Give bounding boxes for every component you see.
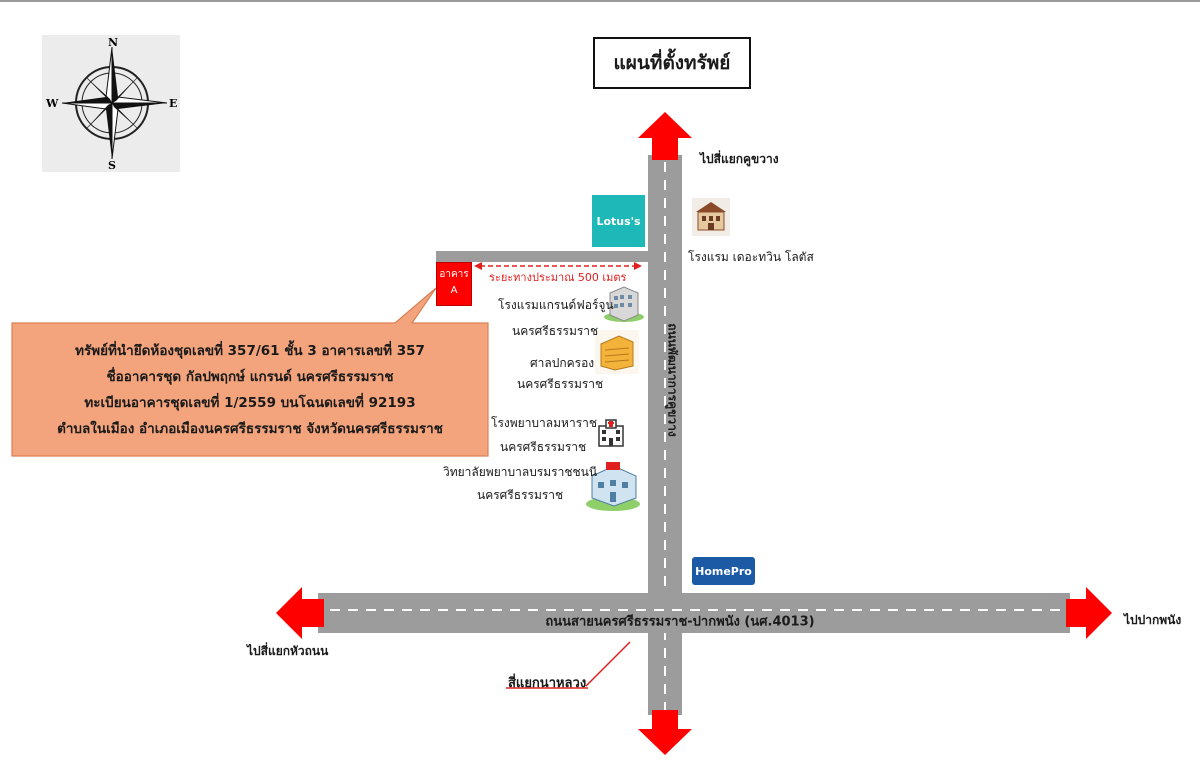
compass-rose: N S E W: [42, 35, 180, 172]
building-marker: อาคาร A: [436, 262, 472, 306]
junction-label: สี่แยกนาหลวง: [508, 676, 587, 691]
west-arrow: [276, 587, 324, 639]
compass-w: W: [45, 97, 59, 110]
landmark-twin-lotus: โรงแรม เดอะทวิน โลตัส: [688, 250, 814, 264]
lotus-logo: Lotus's: [592, 195, 645, 247]
direction-west: ไปสี่แยกหัวถนน: [247, 644, 329, 658]
landmark-hospital-line1: โรงพยาบาลมหาราช: [491, 416, 598, 430]
landmark-grand-fortune-line2: นครศรีธรรมราช: [512, 324, 599, 338]
callout-line2: ชื่ออาคารชุด กัลปพฤกษ์ แกรนด์ นครศรีธรรม…: [106, 369, 394, 385]
side-road: [436, 251, 648, 262]
south-arrow: [638, 710, 692, 755]
east-arrow: [1066, 587, 1112, 639]
callout-line4: ตำบลในเมือง อำเภอเมืองนครศรีธรรมราช จังห…: [57, 421, 443, 437]
map-title: แผนที่ตั้งทรัพย์: [593, 37, 751, 89]
landmark-court-line2: นครศรีธรรมราช: [517, 377, 604, 391]
homepro-logo: HomePro: [692, 557, 755, 585]
compass-s: S: [108, 159, 116, 172]
direction-east: ไปปากพนัง: [1124, 613, 1182, 627]
landmark-college-line2: นครศรีธรรมราช: [477, 488, 564, 502]
landmark-college-line1: วิทยาลัยพยาบาลบรมราชชนนี: [443, 465, 598, 479]
court-building-icon: [595, 330, 639, 374]
landmark-hospital-line2: นครศรีธรรมราช: [500, 440, 587, 454]
hotel-icon: [692, 198, 730, 236]
callout-text: ทรัพย์ที่นำยึดห้องชุดเลขที่ 357/61 ชั้น …: [12, 325, 488, 455]
top-border: [0, 0, 1200, 2]
nursing-college-icon: [586, 462, 640, 511]
callout-box: [11, 287, 489, 457]
callout-line1: ทรัพย์ที่นำยึดห้องชุดเลขที่ 357/61 ชั้น …: [75, 343, 425, 359]
horizontal-road-label: ถนนสายนครศรีธรรมราช-ปากพนัง (นศ.4013): [545, 614, 815, 630]
building-line2: A: [450, 285, 458, 296]
north-arrow: [638, 112, 692, 160]
vertical-road-label: ถนนพัฒนาการคูขวาง: [665, 323, 680, 437]
compass-n: N: [108, 36, 118, 49]
horizontal-road: [318, 593, 1070, 633]
distance-label: ระยะทางประมาณ 500 เมตร: [489, 271, 627, 284]
building-line1: อาคาร: [439, 269, 469, 280]
landmark-court-line1: ศาลปกครอง: [530, 356, 595, 370]
landmark-grand-fortune-line1: โรงแรมแกรนด์ฟอร์จูน: [498, 298, 614, 312]
grand-fortune-hotel-icon: [604, 286, 644, 322]
direction-north: ไปสี่แยกคูขวาง: [700, 152, 779, 166]
hospital-icon: [598, 419, 624, 447]
compass-e: E: [169, 97, 177, 110]
compass-icon: N S E W: [45, 36, 177, 172]
callout-line3: ทะเบียนอาคารชุดเลขที่ 1/2559 บนโฉนดเลขที…: [84, 395, 416, 411]
